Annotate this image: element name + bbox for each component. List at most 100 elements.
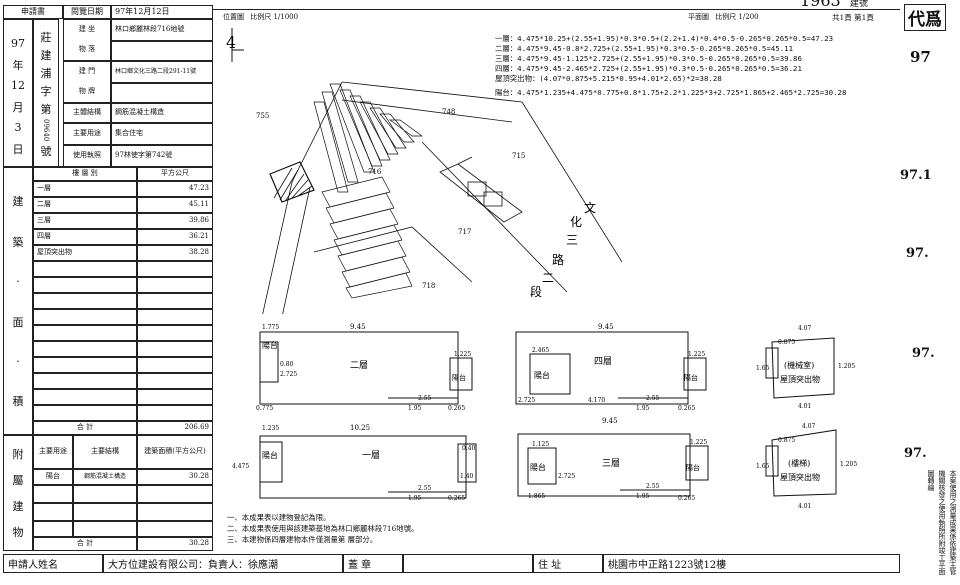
- annex-use-header: 主要用途: [33, 435, 73, 469]
- floor4-dim: 1.225: [688, 351, 705, 358]
- permit-char: 字: [40, 84, 52, 98]
- permit-char: 號: [40, 144, 52, 158]
- area-value-cell: [137, 389, 213, 405]
- area-floor-cell: [33, 357, 137, 373]
- roof2-dim: 4.01: [798, 503, 811, 510]
- area-value-cell: [137, 341, 213, 357]
- right-stamp-mark: 97.1: [900, 168, 932, 183]
- road-name-char: 二: [542, 271, 554, 285]
- floor4-dim: 2.725: [518, 397, 535, 404]
- floor3-balcony-right: 陽台: [686, 463, 700, 472]
- roof1-title: 屋頂突出物: [780, 374, 820, 384]
- area-floor-cell: [33, 309, 137, 325]
- floor2-dim: 1.95: [408, 405, 422, 412]
- floor1-dim: 0.265: [448, 495, 465, 502]
- building-number: 1963 建號: [800, 0, 868, 10]
- structure-label: 主體結構: [63, 103, 111, 123]
- area-value-cell: [137, 309, 213, 325]
- lot-number: 715: [512, 152, 525, 160]
- floor2-balcony-right: 陽台: [452, 373, 466, 382]
- floor1-balcony: 陽台: [262, 450, 278, 460]
- annex-blank-row: [33, 485, 73, 503]
- footer-address-value: 桃園市中正路1223號12樓: [603, 554, 900, 573]
- roof1-dim: 1.65: [756, 365, 770, 372]
- lot-number: 717: [458, 228, 471, 236]
- floor1-dim: 1.95: [408, 495, 422, 502]
- annex-area-value: 30.28: [137, 469, 213, 485]
- area-value-cell: 38.28: [137, 245, 213, 261]
- roof2-dim: 1.205: [840, 461, 857, 468]
- lot-number: 716: [368, 168, 382, 176]
- floor3-dim: 2.725: [558, 473, 575, 480]
- area-floor-cell: 二層: [33, 197, 137, 213]
- annex-blank-row: [33, 503, 73, 521]
- floor2-dim: 0.775: [256, 405, 273, 412]
- date-day-char: 日: [12, 142, 24, 156]
- floor2-balcony: 陽台: [262, 340, 278, 350]
- right-stamp-mark: 97.: [912, 346, 935, 361]
- note-1: 一、本成果表以建物登記為限。: [227, 513, 331, 522]
- floor2-dim: 1.225: [454, 351, 471, 358]
- roof1-dim: 1.205: [838, 363, 855, 370]
- lot-number: 718: [422, 282, 435, 290]
- area-floor-cell: [33, 325, 137, 341]
- floor3-dim: 0.265: [678, 495, 695, 502]
- floor2-dim: 9.45: [350, 323, 366, 331]
- formula-balcony: 陽台：4.475*1.235+4.475*0.775+0.8*1.75+2.2*…: [495, 88, 847, 97]
- footer-seal-label: 蓋 章: [343, 554, 403, 573]
- formula-roof: 屋頂突出物：(4.07*0.875+5.215*0.95+4.01*2.65)*…: [495, 74, 722, 83]
- roof1-dim: 4.07: [798, 325, 812, 332]
- floor1-dim: 4.475: [232, 463, 249, 470]
- structure-value: 鋼筋混凝土構造: [111, 103, 213, 123]
- right-stamp-top: 代爲: [904, 4, 946, 31]
- annex-blank-row: [73, 485, 137, 503]
- area-value-cell: [137, 405, 213, 421]
- roof2-dim: 4.07: [802, 423, 816, 430]
- roof2-sub: (樓梯): [788, 458, 810, 468]
- annex-use-value: 陽台: [33, 469, 73, 485]
- floor2-dim: 2.725: [280, 371, 297, 378]
- permit-char: 莊: [40, 30, 52, 44]
- date-year: 97: [11, 37, 25, 51]
- lot-number: 748: [442, 108, 455, 116]
- formula-floor2: 二層：4.475*9.45-0.8*2.725+(2.55+1.95)*0.3*…: [495, 44, 794, 53]
- license-label: 使用執照: [63, 145, 111, 167]
- permit-word-column: 莊 建 浦 字 第 09640 號: [33, 19, 59, 167]
- lot-number: 755: [256, 112, 269, 120]
- area-total-label: 合 計: [33, 421, 137, 435]
- annex-area-header: 建築面積(平方公尺): [137, 435, 213, 469]
- permit-char: 浦: [40, 66, 52, 80]
- note-2: 二、本成果表使用與該建築基地為林口鄉麗林段716地號。: [227, 524, 419, 533]
- floor3-dim: 1.125: [532, 441, 549, 448]
- annex-blank-row: [33, 521, 73, 537]
- annex-blank-row: [137, 503, 213, 521]
- formula-floor3: 三層：4.475*9.45-1.125*2.725+(2.55+1.95)*0.…: [495, 54, 802, 63]
- area-value-cell: [137, 277, 213, 293]
- date-column: 97 年 12 月 3 日: [3, 19, 33, 167]
- use-label: 主要用途: [63, 123, 111, 145]
- header-rule: [213, 9, 900, 10]
- north-arrow-icon: [231, 28, 244, 62]
- annex-side-label: 附 屬 建 物: [3, 435, 33, 551]
- door-value: 林口鄉文化三路二段291-11號: [111, 61, 213, 83]
- roof1-sub: (機械室): [784, 360, 814, 370]
- floor2-dim: 0.265: [448, 405, 465, 412]
- area-value-cell: [137, 325, 213, 341]
- annex-total-label: 合 計: [33, 537, 137, 551]
- area-value-cell: 36.21: [137, 229, 213, 245]
- floor2-dim: 0.80: [280, 361, 294, 368]
- floor1-title: 一層: [362, 450, 380, 461]
- floor1-dim: 2.55: [418, 485, 432, 492]
- floor1-dim: 1.40: [460, 473, 474, 480]
- area-value-cell: [137, 357, 213, 373]
- permit-char: 第: [40, 102, 52, 116]
- area-floor-cell: [33, 405, 137, 421]
- floor4-title: 四層: [594, 356, 612, 367]
- license-value: 97林使字第742號: [111, 145, 213, 167]
- roof2-title: 屋頂突出物: [780, 472, 820, 482]
- permit-number: 09640: [42, 118, 50, 142]
- location-value: 林口鄉麗林段716地號: [111, 19, 213, 41]
- date-month: 12: [11, 79, 25, 93]
- road-name-char: 三: [566, 233, 578, 247]
- applicant-form-label: 申請書: [3, 5, 63, 19]
